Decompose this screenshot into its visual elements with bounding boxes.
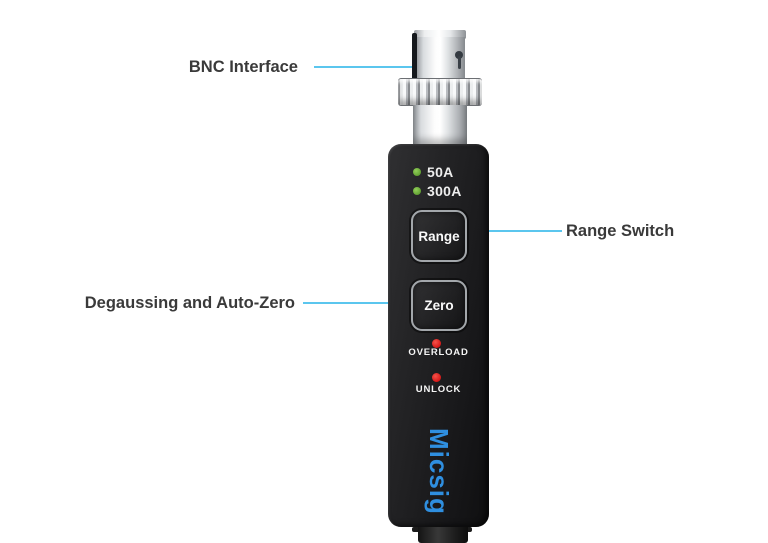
unlock-led <box>432 373 441 382</box>
callout-label-bnc-interface: BNC Interface <box>188 58 298 76</box>
leader-line-bnc <box>314 66 418 68</box>
led-50a <box>413 168 421 176</box>
overload-led <box>432 339 441 348</box>
leader-line-range <box>460 230 562 232</box>
micsig-logo: Micsig <box>424 428 454 515</box>
led-50a-label: 50A <box>427 164 454 180</box>
led-300a <box>413 187 421 195</box>
probe-body: 50A 300A Range Zero OVERLOAD UNLOCK Mics… <box>388 144 489 527</box>
zero-button: Zero <box>411 280 467 331</box>
callout-label-range-switch: Range Switch <box>566 222 675 240</box>
bottom-connector <box>418 527 468 543</box>
bnc-connector-neck <box>413 105 467 146</box>
led-300a-label: 300A <box>427 183 462 199</box>
bnc-bayonet-pin-slot <box>458 56 461 69</box>
bnc-bayonet-pin <box>455 51 463 59</box>
leader-line-zero <box>303 302 415 304</box>
unlock-label: UNLOCK <box>415 384 462 395</box>
bnc-knurled-nut <box>398 78 482 106</box>
range-button: Range <box>411 210 467 262</box>
overload-label: OVERLOAD <box>408 347 469 358</box>
bnc-bayonet-slot <box>412 33 417 80</box>
callout-label-degauss-auto-zero: Degaussing and Auto-Zero <box>84 294 295 312</box>
